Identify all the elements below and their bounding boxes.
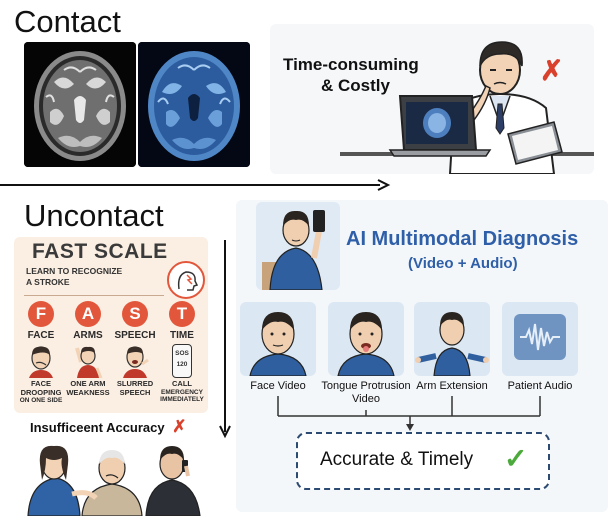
arm-extension-label: Arm Extension xyxy=(410,380,494,393)
tongue-video-tile xyxy=(328,302,404,377)
arm-extension-label-line1: Arm Extension xyxy=(416,380,488,392)
fusion-connectors xyxy=(277,396,541,431)
patient-audio-tile xyxy=(502,302,578,376)
fast-column-arms: A ARMS ONE ARM WEAKNESS xyxy=(65,301,111,397)
phone-text-1: SOS xyxy=(175,350,189,357)
face-video-label-line1: Face Video xyxy=(250,380,306,392)
slurred-speech-icon xyxy=(123,346,149,378)
phone-icon: SOS 120 xyxy=(172,344,192,378)
face-droop-icon xyxy=(29,346,53,378)
check-icon: ✓ xyxy=(504,443,528,474)
fast-word-arms: ARMS xyxy=(73,330,103,341)
selfie-person-image xyxy=(256,202,340,290)
arm-extension-tile xyxy=(414,302,490,377)
tongue-video-label-line2: Video xyxy=(352,392,380,405)
uncontact-title: Uncontact xyxy=(24,198,164,233)
arms-icon xyxy=(415,312,489,377)
fast-cross-mark: ✗ xyxy=(172,417,187,436)
arm-weakness-icon xyxy=(75,346,103,378)
tongue-icon xyxy=(337,312,395,377)
fast-letter-a: A xyxy=(75,301,101,327)
fast-result-text: Insufficeent Accuracy xyxy=(30,420,165,435)
output-text: Accurate & Timely xyxy=(320,449,474,470)
waveform-icon xyxy=(514,314,566,360)
fast-desc-time-2: EMERGENCY xyxy=(161,388,203,396)
contact-note-line2: & Costly xyxy=(321,76,390,96)
contact-note-line1: Time-consuming xyxy=(283,55,419,74)
fast-divider xyxy=(24,295,164,296)
face-icon xyxy=(249,312,307,377)
fast-word-speech: SPEECH xyxy=(114,330,156,341)
fast-scale-panel: FAST SCALE LEARN TO RECOGNIZE A STROKE F… xyxy=(14,237,208,413)
fast-title: FAST SCALE xyxy=(32,240,168,263)
contact-doctor-panel: Time-consuming & Costly ✗ xyxy=(270,24,594,174)
fast-desc-arms: ONE ARM WEAKNESS xyxy=(65,379,111,397)
patient-audio-label: Patient Audio xyxy=(498,380,582,393)
patient-audio-label-line1: Patient Audio xyxy=(507,380,573,392)
fast-desc-face-1: FACE xyxy=(30,379,51,388)
ai-diagnosis-panel: AI Multimodal Diagnosis (Video + Audio) xyxy=(236,200,608,512)
stroke-head-icon xyxy=(167,261,205,299)
fast-word-face: FACE xyxy=(27,330,55,341)
fast-desc-speech-2: SPEECH xyxy=(119,387,151,397)
ai-title: AI Multimodal Diagnosis xyxy=(346,228,579,250)
phone-text-2: 120 xyxy=(176,361,188,368)
fast-letter-s: S xyxy=(122,301,148,327)
fast-desc-speech-1: SLURRED xyxy=(116,379,154,388)
fast-desc-arms-1: ONE ARM xyxy=(70,379,106,388)
fast-column-face: F FACE FACE DROOPING ON ONE SIDE xyxy=(18,301,64,405)
fast-desc-face-3: ON ONE SIDE xyxy=(19,397,63,405)
contact-title: Contact xyxy=(14,4,121,39)
fast-subtitle-line1: LEARN TO RECOGNIZE xyxy=(26,266,123,276)
mri-t2-image xyxy=(24,42,136,167)
fast-subtitle-line2: A STROKE xyxy=(26,277,70,288)
tongue-video-label: Tongue Protrusion Video xyxy=(320,380,412,405)
contact-timeline-arrow xyxy=(0,179,391,191)
fast-desc-face: FACE DROOPING ON ONE SIDE xyxy=(18,379,64,405)
contact-cross-mark: ✗ xyxy=(540,55,564,86)
mri-flair-image xyxy=(138,42,250,167)
fast-column-speech: S SPEECH SLURRED SPEECH xyxy=(112,301,158,397)
fast-desc-face-2: DROOPING xyxy=(20,387,62,397)
fast-letter-t: T xyxy=(169,301,195,327)
doctor-illustration xyxy=(340,41,594,174)
fast-subtitle: LEARN TO RECOGNIZE A STROKE xyxy=(26,266,122,288)
fast-desc-arms-2: WEAKNESS xyxy=(66,387,110,397)
fast-desc-time: CALL EMERGENCY IMMEDIATELY xyxy=(159,379,205,404)
uncontact-timeline-arrow xyxy=(219,240,231,439)
face-video-label: Face Video xyxy=(236,380,320,393)
fast-columns: F FACE FACE DROOPING ON ONE SIDE A ARMS xyxy=(18,301,204,411)
fast-desc-time-3: IMMEDIATELY xyxy=(160,396,204,404)
fast-result-label: Insufficeent Accuracy ✗ xyxy=(30,417,187,437)
fast-letter-f: F xyxy=(28,301,54,327)
fast-column-time: T TIME SOS 120 CALL EMERGENCY IMMEDIATEL… xyxy=(159,301,205,404)
fast-word-time: TIME xyxy=(170,330,194,341)
contact-note: Time-consuming & Costly xyxy=(283,54,419,97)
face-video-tile xyxy=(240,302,316,377)
fast-desc-speech: SLURRED SPEECH xyxy=(112,379,158,397)
ai-subtitle: (Video + Audio) xyxy=(408,255,518,272)
tongue-video-label-line1: Tongue Protrusion xyxy=(321,380,411,392)
fast-desc-time-1: CALL xyxy=(172,379,192,388)
output-box: Accurate & Timely ✓ xyxy=(296,432,550,490)
family-illustration xyxy=(27,445,201,516)
